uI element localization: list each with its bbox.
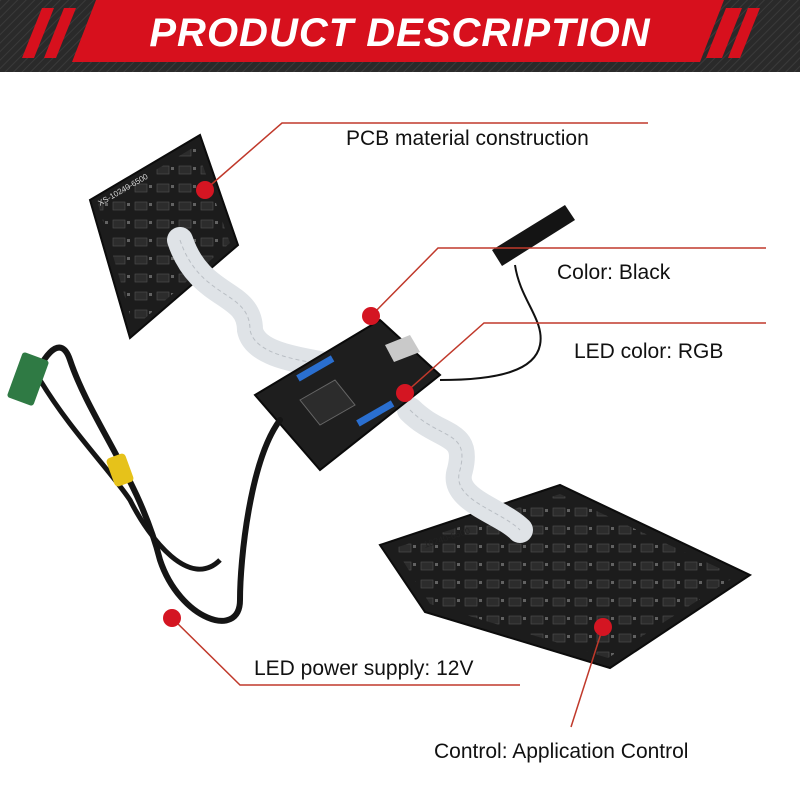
ribbon-cable bbox=[397, 397, 533, 543]
power-connector bbox=[7, 352, 49, 406]
callout-line bbox=[171, 617, 520, 686]
antenna-wire bbox=[439, 264, 542, 381]
ribbon-cable-top bbox=[167, 227, 338, 378]
callout-led-color bbox=[396, 322, 766, 402]
banner-stripe bbox=[728, 8, 760, 58]
ribbon-stripe bbox=[179, 239, 326, 366]
bottom-led-panel: 10240-6500 bbox=[378, 483, 753, 670]
callout-line bbox=[570, 626, 604, 728]
callout-marker bbox=[594, 618, 612, 636]
connector bbox=[296, 355, 335, 382]
callout-marker bbox=[163, 609, 181, 627]
antenna-pad bbox=[492, 205, 575, 266]
ribbon-stripe bbox=[409, 409, 521, 531]
callout-line bbox=[404, 322, 766, 394]
callout-power-supply bbox=[163, 609, 520, 686]
banner-shape bbox=[0, 0, 800, 72]
label-pcb-material: PCB material construction bbox=[346, 127, 589, 150]
label-led-color: LED color: RGB bbox=[574, 340, 724, 363]
ribbon-cable bbox=[167, 227, 338, 378]
callout-marker bbox=[196, 181, 214, 199]
label-color: Color: Black bbox=[557, 261, 671, 284]
page-title: PRODUCT DESCRIPTION bbox=[149, 11, 651, 55]
controller-board bbox=[253, 318, 442, 472]
callout-marker bbox=[396, 384, 414, 402]
callout-marker bbox=[362, 307, 380, 325]
banner-red-band bbox=[72, 0, 724, 62]
power-cable bbox=[7, 344, 283, 624]
banner-stripe bbox=[706, 8, 742, 58]
callout-line bbox=[204, 122, 648, 191]
banner-stripe bbox=[44, 8, 76, 58]
power-wire bbox=[27, 344, 283, 624]
ribbon-cable-bottom bbox=[397, 397, 533, 543]
top-led-panel: XS-10240-6500 bbox=[88, 133, 240, 340]
pcb-chips bbox=[395, 494, 736, 658]
header-banner: PRODUCT DESCRIPTION bbox=[0, 0, 800, 72]
power-wire-loop bbox=[37, 378, 222, 572]
label-power-supply: LED power supply: 12V bbox=[254, 657, 474, 680]
connector bbox=[356, 400, 395, 427]
callout-pcb-material bbox=[196, 122, 648, 199]
chip bbox=[299, 379, 356, 426]
callout-line bbox=[370, 247, 766, 317]
label-control: Control: Application Control bbox=[434, 740, 689, 763]
banner-stripe bbox=[22, 8, 54, 58]
wireless-module bbox=[385, 335, 420, 362]
callout-control bbox=[570, 618, 612, 728]
callout-color bbox=[362, 247, 766, 325]
cable-tie bbox=[106, 453, 134, 487]
antenna bbox=[439, 205, 575, 381]
